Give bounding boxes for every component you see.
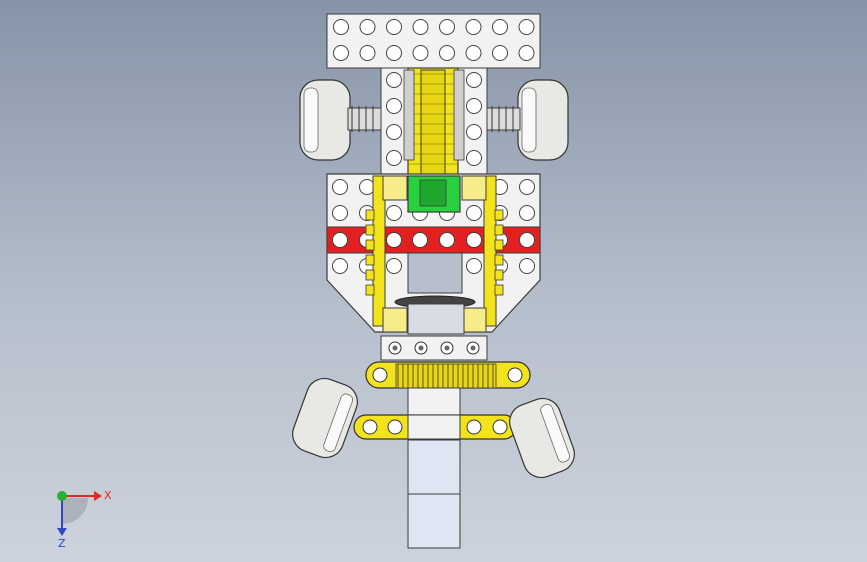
top-plate-stud (492, 19, 508, 35)
link-hole (387, 419, 403, 435)
pin (365, 239, 375, 251)
y-axis-origin-icon (57, 491, 67, 501)
motor-housing (407, 303, 465, 335)
left-front-wheel-rim (303, 87, 319, 153)
center-opening (407, 252, 463, 294)
pin (365, 254, 375, 266)
chassis-stud (466, 98, 482, 114)
body-stud (439, 232, 455, 248)
top-plate-stud (412, 45, 429, 61)
top-plate-stud (492, 45, 508, 61)
right-rear-wheel-rim (540, 403, 571, 463)
left-rear-wheel (292, 377, 358, 459)
green-part-inner (419, 179, 447, 207)
body-stud (519, 258, 535, 274)
top-plate-stud (386, 45, 402, 61)
top-plate-stud (465, 45, 482, 61)
top-plate-stud (359, 19, 376, 35)
pin (365, 284, 375, 296)
body-stud (519, 179, 535, 195)
lower-link-center (407, 414, 461, 440)
chassis-stud (386, 150, 402, 166)
gear-stack-right (453, 69, 465, 161)
top-plate-stud (333, 19, 349, 35)
pin (494, 284, 504, 296)
body-stud (332, 232, 348, 248)
body-stud (519, 205, 535, 221)
corner-connector (461, 175, 487, 201)
z-axis-label: Z (58, 537, 66, 548)
top-plate-stud (465, 19, 482, 35)
top-plate-stud (359, 45, 376, 61)
link-hole (492, 419, 508, 435)
body-stud (466, 232, 482, 248)
side-beam-left (372, 175, 386, 327)
axis-triad: X Z (57, 489, 112, 548)
pin (365, 224, 375, 236)
body-stud (466, 258, 482, 274)
chassis-stud (466, 72, 482, 88)
body-stud (386, 258, 402, 274)
body-stud (332, 179, 348, 195)
pin (494, 209, 504, 221)
beam-hole-center (444, 345, 450, 351)
red-stripe-brick (326, 226, 541, 254)
pin (494, 239, 504, 251)
gear-stack-left (403, 69, 415, 161)
corner-connector (382, 307, 408, 333)
pin (494, 269, 504, 281)
top-plate-stud (412, 19, 429, 35)
top-plate-stud (518, 45, 535, 61)
chassis-stud (466, 150, 482, 166)
chassis-stud (386, 72, 402, 88)
link-hole (507, 367, 523, 383)
body-stud (332, 258, 348, 274)
body-stud (332, 205, 348, 221)
right-rear-wheel (509, 397, 575, 479)
link-hole (362, 419, 378, 435)
body-stud (466, 205, 482, 221)
top-plate-stud (439, 19, 455, 35)
chassis-stud (386, 98, 402, 114)
rear-gear-rack (395, 363, 497, 389)
right-front-wheel-rim (521, 87, 537, 153)
body-stud (359, 179, 375, 195)
pin (494, 254, 504, 266)
corner-connector (461, 307, 487, 333)
x-axis-label: X (104, 489, 112, 502)
beam-hole-center (392, 345, 398, 351)
body-stud (386, 232, 402, 248)
body-stud (386, 205, 402, 221)
chassis-stud (386, 124, 402, 140)
top-plate-stud (439, 45, 455, 61)
pin (494, 224, 504, 236)
link-hole (372, 367, 388, 383)
corner-connector (382, 175, 408, 201)
right-axle (485, 107, 521, 131)
link-hole (466, 419, 482, 435)
left-axle (347, 107, 383, 131)
top-plate-stud (333, 45, 349, 61)
body-stud (412, 232, 428, 248)
side-beam-right (483, 175, 497, 327)
pin (365, 269, 375, 281)
top-plate-stud (518, 19, 535, 35)
tail-block-2 (407, 439, 461, 495)
z-axis-arrow (57, 528, 67, 536)
chassis-stud (466, 124, 482, 140)
top-plate (326, 13, 541, 69)
left-rear-wheel-rim (323, 393, 354, 453)
tail-block-3 (407, 493, 461, 549)
beam-hole-center (470, 345, 476, 351)
pin (365, 209, 375, 221)
body-stud (519, 232, 535, 248)
x-axis-arrow (94, 491, 102, 501)
top-plate-stud (386, 19, 402, 35)
triad-shading (62, 498, 88, 524)
beam-hole-center (418, 345, 424, 351)
